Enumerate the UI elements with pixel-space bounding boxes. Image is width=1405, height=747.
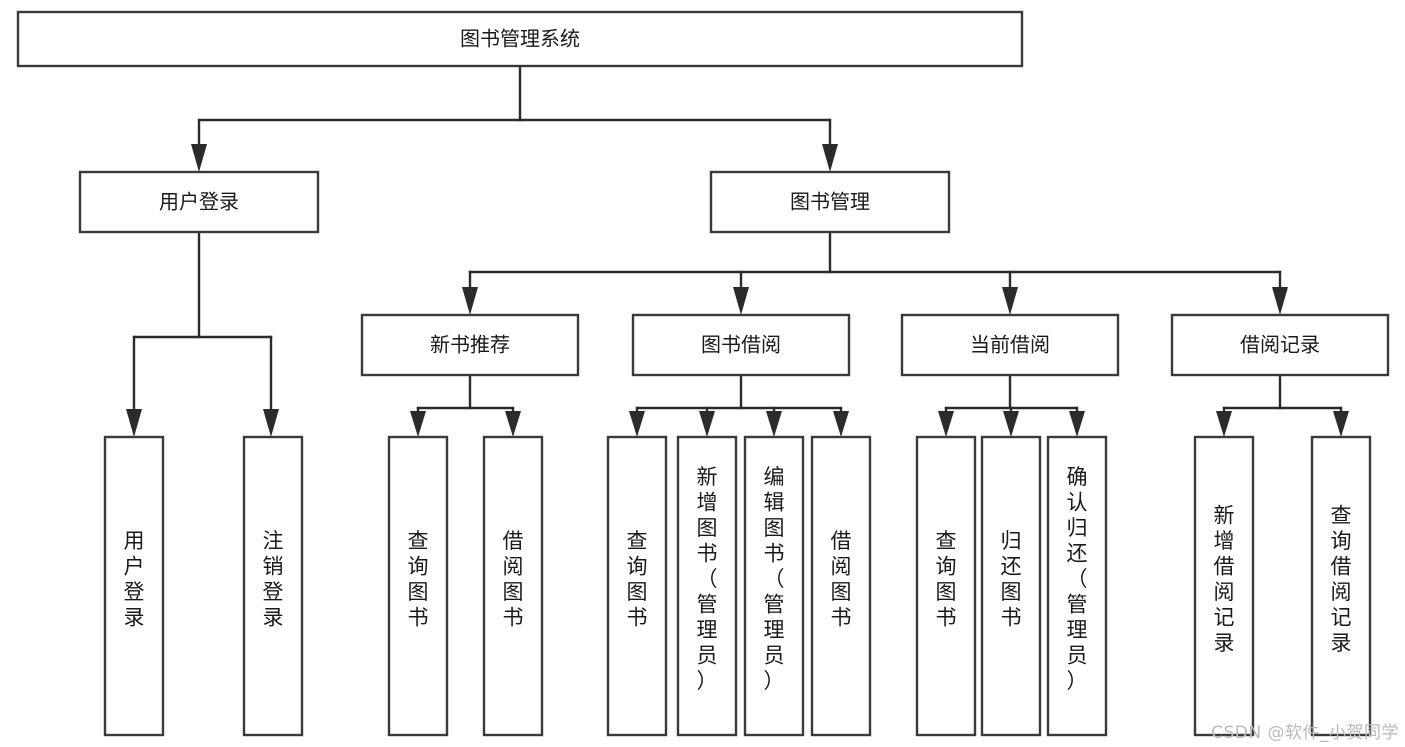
leaf-label-vertical: 注销登录: [263, 529, 284, 630]
node-new-book-recommend-box: [360, 313, 580, 377]
arrow-head-book-borrow: [733, 287, 749, 315]
arrow-head-borrow-leaf-3: [766, 411, 782, 437]
arrow-head-current-leaf-1: [938, 411, 954, 437]
leaf-node-current-return-book[interactable]: 归还图书: [980, 435, 1042, 737]
leaf-label-vertical: 确认归还（管理员）: [1067, 465, 1088, 693]
leaf-label-vertical: 借阅图书: [503, 529, 524, 630]
arrow-head-book-manage: [822, 144, 838, 172]
arrow-head-borrow-leaf-4: [833, 411, 849, 437]
leaf-box: [482, 435, 544, 737]
leaf-label-vertical: 用户登录: [124, 529, 145, 630]
node-book-management[interactable]: 图书管理: [709, 170, 951, 234]
node-current-borrow[interactable]: 当前借阅: [900, 313, 1120, 377]
node-current-borrow-box: [900, 313, 1120, 377]
node-borrow-record-label: 借阅记录: [1240, 333, 1320, 357]
leaf-node-borrow-add-book-admin[interactable]: 新增图书（管理员）: [676, 435, 738, 737]
leaf-node-borrow-edit-book-admin[interactable]: 编辑图书（管理员）: [743, 435, 805, 737]
leaf-label-vertical: 新增图书（管理员）: [697, 465, 718, 693]
leaf-box: [915, 435, 977, 737]
leaf-node-recommend-borrow-book[interactable]: 借阅图书: [482, 435, 544, 737]
arrow-head-recommend-leaf-2: [505, 411, 521, 437]
leaf-box: [1310, 435, 1372, 737]
leaf-box: [810, 435, 872, 737]
leaf-node-current-query-book[interactable]: 查询图书: [915, 435, 977, 737]
leaf-box: [387, 435, 449, 737]
leaf-label-vertical: 编辑图书（管理员）: [764, 465, 785, 693]
node-user-login-box: [78, 170, 320, 234]
node-book-borrow-label: 图书借阅: [701, 333, 781, 357]
node-borrow-record-box: [1170, 313, 1390, 377]
arrow-head-recommend-leaf-1: [410, 411, 426, 437]
node-root-label: 图书管理系统: [460, 27, 580, 51]
leaf-box: [606, 435, 668, 737]
arrow-head-borrow-leaf-2: [699, 411, 715, 437]
node-user-login[interactable]: 用户登录: [78, 170, 320, 234]
leaf-box: [1193, 435, 1255, 737]
arrow-head-leaf-user-login: [126, 409, 142, 437]
leaf-box: [676, 435, 738, 737]
leaf-label-vertical: 查询图书: [627, 529, 648, 630]
node-new-book-recommend-label: 新书推荐: [430, 333, 510, 357]
leaf-box: [980, 435, 1042, 737]
arrow-head-new-book-recommend: [462, 287, 478, 315]
leaf-label-vertical: 归还图书: [1001, 529, 1022, 630]
arrow-head-borrow-leaf-1: [629, 411, 645, 437]
leaf-node-borrow-query-book[interactable]: 查询图书: [606, 435, 668, 737]
node-book-management-label: 图书管理: [790, 190, 870, 214]
arrow-head-user-login: [191, 144, 207, 172]
leaf-label-vertical: 借阅图书: [831, 529, 852, 630]
leaf-label-vertical: 查询借阅记录: [1331, 503, 1352, 655]
leaf-label-vertical: 新增借阅记录: [1214, 503, 1235, 655]
leaf-label-vertical: 查询图书: [936, 529, 957, 630]
node-current-borrow-label: 当前借阅: [970, 333, 1050, 357]
leaf-box: [743, 435, 805, 737]
connector-layer: [126, 64, 1349, 437]
node-book-borrow-box: [631, 313, 851, 377]
node-root-box: [16, 10, 1024, 68]
leaf-node-user-login-logout[interactable]: 注销登录: [242, 435, 304, 737]
arrow-head-record-leaf-1: [1216, 411, 1232, 437]
arrow-head-borrow-record: [1272, 287, 1288, 315]
leaf-node-user-login-login[interactable]: 用户登录: [103, 435, 165, 737]
leaf-node-record-add-record[interactable]: 新增借阅记录: [1193, 435, 1255, 737]
leaf-box: [103, 435, 165, 737]
leaf-node-current-confirm-return-admin[interactable]: 确认归还（管理员）: [1046, 435, 1108, 737]
leaf-box: [1046, 435, 1108, 737]
arrow-head-current-leaf-3: [1069, 411, 1085, 437]
node-user-login-label: 用户登录: [159, 190, 239, 214]
node-book-management-box: [709, 170, 951, 234]
arrow-head-current-leaf-2: [1003, 411, 1019, 437]
arrow-head-current-borrow: [1002, 287, 1018, 315]
node-new-book-recommend[interactable]: 新书推荐: [360, 313, 580, 377]
leaf-label-vertical: 查询图书: [408, 529, 429, 630]
leaf-node-record-query-record[interactable]: 查询借阅记录: [1310, 435, 1372, 737]
leaf-box: [242, 435, 304, 737]
node-root-book-management-system[interactable]: 图书管理系统: [16, 10, 1024, 68]
leaf-node-borrow-borrow-book[interactable]: 借阅图书: [810, 435, 872, 737]
leaf-node-recommend-query-book[interactable]: 查询图书: [387, 435, 449, 737]
arrow-head-record-leaf-2: [1333, 411, 1349, 437]
node-book-borrow[interactable]: 图书借阅: [631, 313, 851, 377]
arrow-head-leaf-logout: [263, 409, 279, 437]
node-borrow-record[interactable]: 借阅记录: [1170, 313, 1390, 377]
